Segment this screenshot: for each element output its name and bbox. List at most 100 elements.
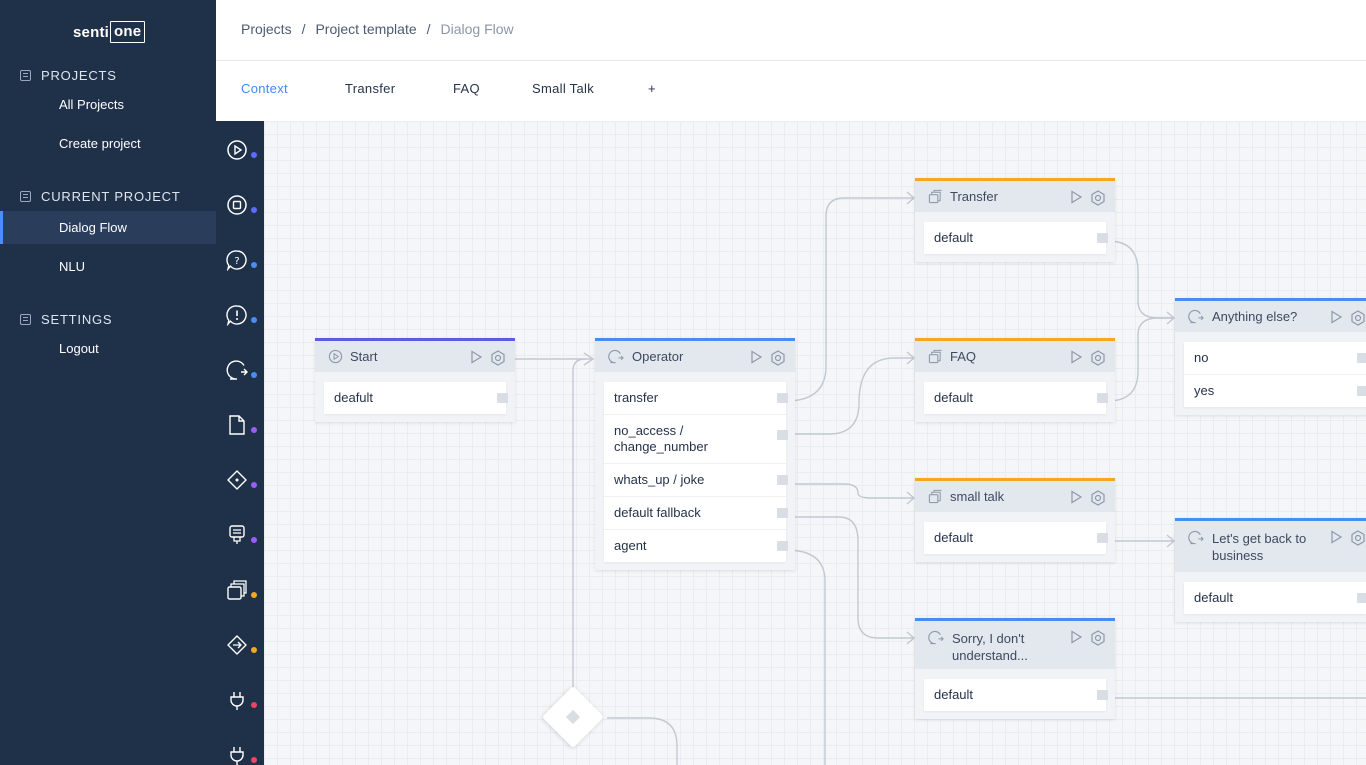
tool-goto[interactable] [226, 634, 260, 668]
node-title: Start [350, 349, 378, 364]
output-port[interactable] [1097, 233, 1108, 243]
flow-canvas[interactable]: Start deafult Operator transfer no_acces… [264, 121, 1366, 765]
gear-icon[interactable] [1090, 350, 1106, 366]
gear-icon[interactable] [770, 350, 786, 366]
play-icon[interactable] [470, 350, 483, 364]
node-header[interactable]: Sorry, I don't understand... [915, 618, 1115, 669]
wire-faq-anything [1107, 317, 1174, 402]
node-header[interactable]: FAQ [915, 338, 1115, 372]
play-icon[interactable] [1070, 630, 1083, 644]
tab-transfer[interactable]: Transfer [345, 81, 396, 96]
api-icon [229, 525, 245, 544]
tab-context[interactable]: Context [241, 81, 288, 96]
output-port[interactable] [777, 393, 788, 403]
node-output-row: default [1184, 582, 1366, 614]
output-port[interactable] [777, 508, 788, 518]
breadcrumb-project-template[interactable]: Project template [315, 21, 417, 37]
node-transfer[interactable]: Transfer default [915, 178, 1115, 262]
breadcrumb-separator: / [301, 21, 306, 37]
node-header[interactable]: Anything else? [1175, 298, 1366, 332]
node-operator[interactable]: Operator transfer no_access / change_num… [595, 338, 795, 570]
node-output-row: no [1184, 342, 1366, 375]
sidebar-item-dialog-flow[interactable]: Dialog Flow [0, 211, 216, 244]
tool-start[interactable] [226, 139, 260, 173]
node-header[interactable]: Let's get back to business [1175, 518, 1366, 572]
node-title: Anything else? [1212, 309, 1298, 324]
gear-icon[interactable] [1090, 630, 1106, 646]
play-icon[interactable] [1330, 310, 1343, 324]
gear-icon[interactable] [1350, 530, 1366, 546]
stack-icon [928, 189, 942, 204]
gear-icon[interactable] [490, 350, 506, 366]
node-body: default [915, 372, 1115, 422]
output-label: deafult [334, 390, 374, 405]
tool-integration-2[interactable] [226, 744, 260, 765]
play-icon[interactable] [1330, 530, 1343, 544]
output-port[interactable] [1357, 386, 1366, 396]
output-port[interactable] [1097, 533, 1108, 543]
output-label: yes [1194, 383, 1215, 398]
tool-response[interactable] [226, 359, 260, 393]
play-icon[interactable] [750, 350, 763, 364]
gear-icon[interactable] [1090, 490, 1106, 506]
tool-end[interactable] [226, 194, 260, 228]
node-faq[interactable]: FAQ default [915, 338, 1115, 422]
tool-integration[interactable] [226, 689, 260, 723]
tool-document[interactable] [226, 414, 260, 448]
sidebar-item-nlu[interactable]: NLU [0, 250, 216, 283]
tab-small-talk[interactable]: Small Talk [532, 81, 595, 96]
node-header[interactable]: Operator [595, 338, 795, 372]
play-icon[interactable] [1070, 190, 1083, 204]
alert-bubble-icon [226, 305, 247, 326]
arrowhead [906, 351, 916, 365]
settings-section-header: SETTINGS [20, 312, 112, 327]
add-tab-button[interactable]: + [648, 81, 656, 96]
tool-question[interactable]: ? [226, 249, 260, 283]
redirect-bubble-icon [608, 349, 624, 364]
output-port[interactable] [777, 541, 788, 551]
node-body: no yes [1175, 332, 1366, 415]
output-port[interactable] [777, 430, 788, 440]
sidebar-item-logout[interactable]: Logout [0, 332, 216, 365]
node-header[interactable]: small talk [915, 478, 1115, 512]
projects-label: PROJECTS [41, 68, 117, 83]
output-port[interactable] [1357, 593, 1366, 603]
node-sorry-dont-understand[interactable]: Sorry, I don't understand... default [915, 618, 1115, 719]
tool-api[interactable] [226, 524, 260, 558]
play-icon[interactable] [1070, 490, 1083, 504]
output-port[interactable] [497, 393, 508, 403]
node-anything-else[interactable]: Anything else? no yes [1175, 298, 1366, 415]
arrowhead [1166, 534, 1176, 548]
play-icon[interactable] [1070, 350, 1083, 364]
sidebar-item-create-project[interactable]: Create project [0, 127, 216, 160]
tool-condition[interactable] [226, 469, 260, 503]
output-port[interactable] [777, 475, 788, 485]
node-header[interactable]: Start [315, 338, 515, 372]
output-port[interactable] [1097, 393, 1108, 403]
sidebar-item-label: NLU [59, 259, 86, 274]
node-back-to-business[interactable]: Let's get back to business default [1175, 518, 1366, 622]
node-small-talk[interactable]: small talk default [915, 478, 1115, 562]
node-title: Transfer [950, 189, 998, 204]
redirect-bubble-icon [928, 630, 944, 645]
tool-subflow[interactable] [226, 579, 260, 613]
output-label: default [934, 390, 974, 405]
node-header[interactable]: Transfer [915, 178, 1115, 212]
redirect-bubble-icon [226, 360, 248, 380]
node-title: Let's get back to business [1212, 531, 1307, 563]
output-port[interactable] [1097, 690, 1108, 700]
tool-color-dot [251, 207, 257, 213]
tool-color-dot [251, 482, 257, 488]
gear-icon[interactable] [1350, 310, 1366, 326]
breadcrumb-projects[interactable]: Projects [241, 21, 292, 37]
output-label: default [934, 230, 974, 245]
diamond-port[interactable] [565, 709, 581, 725]
gear-icon[interactable] [1090, 190, 1106, 206]
node-start[interactable]: Start deafult [315, 338, 515, 422]
tool-alert[interactable] [226, 304, 260, 338]
sidebar-item-all-projects[interactable]: All Projects [0, 88, 216, 121]
tab-faq[interactable]: FAQ [453, 81, 480, 96]
output-port[interactable] [1357, 353, 1366, 363]
